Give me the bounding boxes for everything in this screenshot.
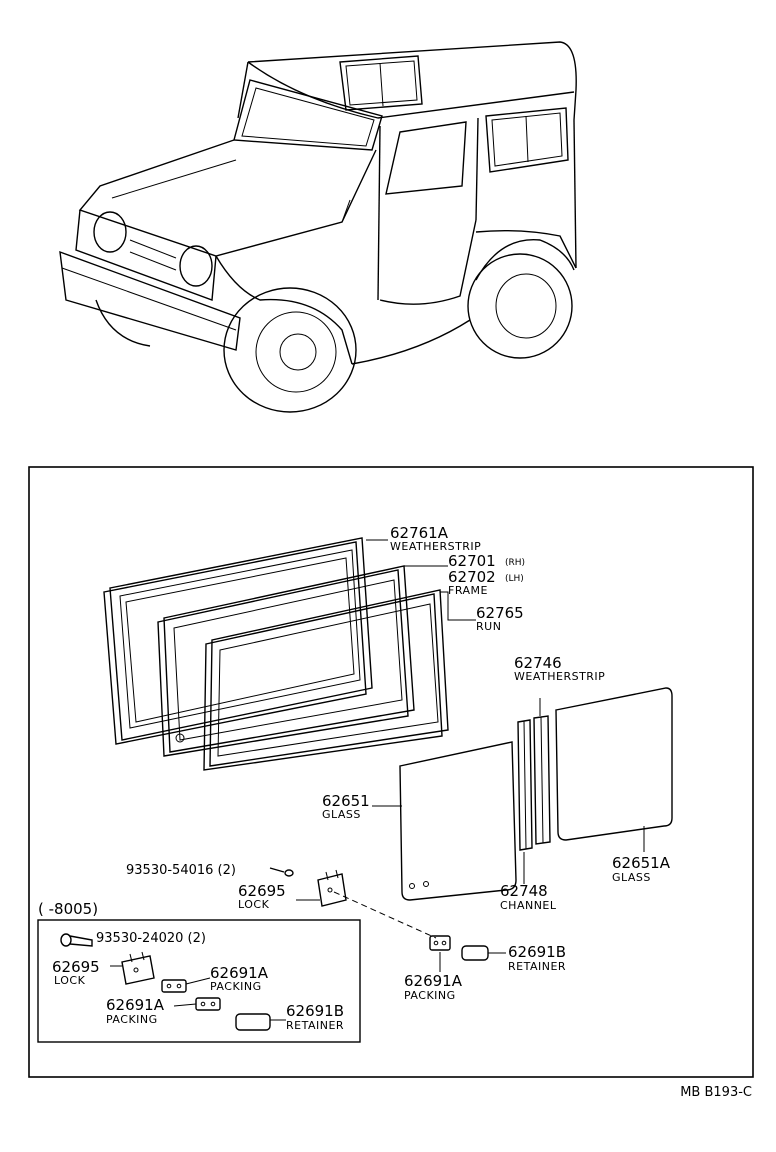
lock-62695-shape <box>317 869 347 907</box>
label-62702-number: 62702 <box>448 568 496 586</box>
run-62765-shape <box>203 589 449 771</box>
label-62691A-number: 62691A <box>404 972 463 990</box>
label-62695-name: LOCK <box>238 898 270 911</box>
label-93530-54016: 93530-54016 (2) <box>126 863 236 878</box>
label-62651-name: GLASS <box>322 808 361 821</box>
retainer-62691B-shape <box>461 945 489 961</box>
label-62765-number: 62765 <box>476 604 524 622</box>
inset-label-62691A-1-number: 62691A <box>210 964 269 982</box>
label-62691B-number: 62691B <box>508 943 566 961</box>
label-62761A-number: 62761A <box>390 524 449 542</box>
vehicle-illustration <box>59 41 577 413</box>
weatherstrip-62761A-shape <box>103 537 373 745</box>
label-62748-name: CHANNEL <box>500 899 557 912</box>
leader-lines <box>296 539 645 972</box>
label-62695-number: 62695 <box>238 882 286 900</box>
inset-label-62691A-2-name: PACKING <box>106 1013 158 1026</box>
inset-label-62695-name: LOCK <box>54 974 86 987</box>
serial-group-label: ( -8005) <box>38 900 98 918</box>
inset-retainer-shape <box>235 1013 271 1031</box>
label-62691A-name: PACKING <box>404 989 456 1002</box>
label-62701-number: 62701 <box>448 552 496 570</box>
label-62748-number: 62748 <box>500 882 548 900</box>
inset-box <box>37 919 361 1043</box>
diagram-code: MB B193-C <box>680 1085 752 1100</box>
weatherstrip-62746-shape <box>533 715 551 845</box>
label-frame-name: FRAME <box>448 584 488 597</box>
label-62746-name: WEATHERSTRIP <box>514 670 605 683</box>
label-62701-suffix: (RH) <box>505 558 525 568</box>
inset-label-93530-24020: 93530-24020 (2) <box>96 931 206 946</box>
assembly-line <box>333 891 437 939</box>
label-62651A-name: GLASS <box>612 871 651 884</box>
glass-62651-shape <box>399 741 517 901</box>
label-62765-name: RUN <box>476 620 501 633</box>
inset-leader-lines <box>110 965 286 1021</box>
inset-label-62695-number: 62695 <box>52 958 100 976</box>
inset-label-62691A-2-number: 62691A <box>106 996 165 1014</box>
packing-62691A-shape <box>429 935 451 951</box>
channel-62748-shape <box>517 719 533 851</box>
label-62761A-name: WEATHERSTRIP <box>390 540 481 553</box>
inset-screw-shape <box>60 933 93 947</box>
inset-lock-shape <box>121 951 155 985</box>
frame-62701-shape <box>157 565 415 757</box>
glass-62651A-shape <box>555 687 673 841</box>
inset-label-62691B-name: RETAINER <box>286 1019 344 1032</box>
screw-93530-54016-shape <box>269 867 294 877</box>
label-62651-number: 62651 <box>322 792 370 810</box>
inset-label-62691A-1-name: PACKING <box>210 980 262 993</box>
inset-packing-2-shape <box>195 997 221 1011</box>
label-62691B-name: RETAINER <box>508 960 566 973</box>
label-62651A-number: 62651A <box>612 854 671 872</box>
label-62702-suffix: (LH) <box>505 574 524 584</box>
label-62746-number: 62746 <box>514 654 562 672</box>
inset-label-62691B-number: 62691B <box>286 1002 344 1020</box>
inset-packing-1-shape <box>161 979 187 993</box>
diagram-frame <box>28 466 754 1078</box>
